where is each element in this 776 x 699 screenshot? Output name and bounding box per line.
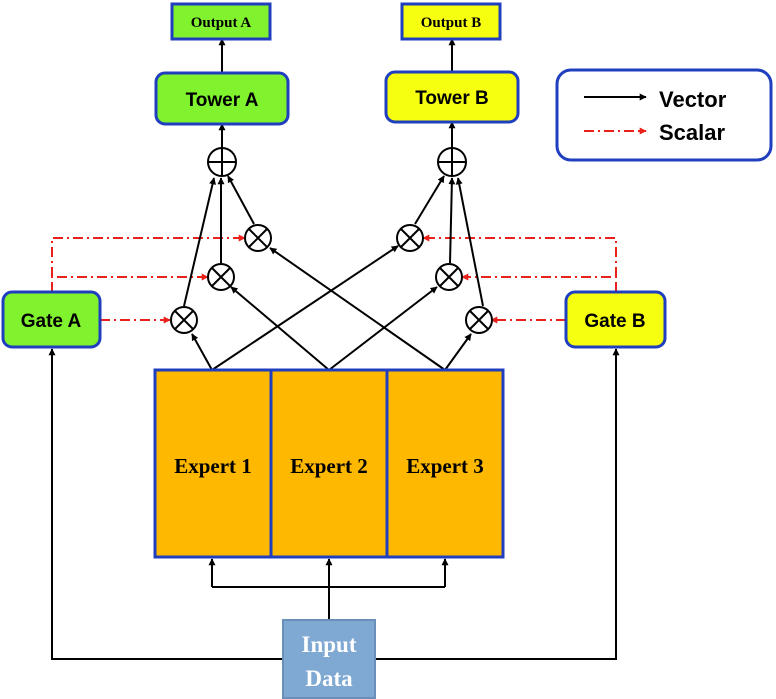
expert-1-label: Expert 1 bbox=[174, 454, 252, 478]
vec-mult4-to-sumB bbox=[414, 175, 445, 225]
expert-2-label: Expert 2 bbox=[290, 454, 368, 478]
input-label-line1: Input bbox=[302, 632, 357, 657]
scalar-gateB-to-mult4 bbox=[422, 234, 617, 277]
output-a-label: Output A bbox=[191, 15, 252, 31]
output-a-box: Output A bbox=[170, 2, 272, 41]
multiply-icon bbox=[435, 263, 463, 291]
gate-b-box: Gate B bbox=[564, 290, 667, 349]
experts-block: Expert 1 Expert 2 Expert 3 bbox=[153, 368, 505, 559]
gate-b-label: Gate B bbox=[584, 311, 645, 332]
plus-icon bbox=[437, 147, 467, 177]
expert-3-box bbox=[385, 368, 505, 559]
input-label-line2: Data bbox=[305, 666, 353, 691]
output-b-label: Output B bbox=[421, 15, 481, 31]
gate-a-label: Gate A bbox=[21, 311, 82, 332]
scalar-gateB-to-mult5 bbox=[461, 273, 617, 292]
output-b-box: Output B bbox=[400, 2, 502, 41]
scalar-gateA-to-mult3 bbox=[51, 234, 246, 277]
expert-3-label: Expert 3 bbox=[406, 454, 484, 478]
multiply-icon bbox=[465, 306, 493, 334]
legend: Vector Scalar bbox=[555, 68, 773, 162]
plus-icon bbox=[207, 147, 237, 177]
vec-mult3-to-sumA bbox=[227, 175, 255, 225]
vec-expert3-to-mult6 bbox=[444, 333, 472, 371]
tower-b-label: Tower B bbox=[415, 88, 489, 109]
vec-input-to-gateA bbox=[48, 348, 283, 660]
multiply-icon bbox=[207, 263, 235, 291]
vec-expert1-to-mult1 bbox=[191, 333, 213, 371]
vec-mult5-to-sumB bbox=[448, 177, 456, 264]
expert-1-box bbox=[153, 368, 273, 559]
multiply-icon bbox=[244, 224, 272, 252]
vector-connections bbox=[48, 38, 620, 660]
multiplier-nodes bbox=[170, 224, 493, 334]
scalar-gateA-to-mult2 bbox=[51, 273, 209, 292]
gate-a-box: Gate A bbox=[1, 290, 102, 349]
expert-2-box bbox=[269, 368, 389, 559]
vec-mult1-to-sumA bbox=[183, 177, 216, 307]
vec-expert3-to-mult3 bbox=[269, 247, 446, 371]
vec-expert2-to-mult2 bbox=[230, 286, 330, 371]
vec-input-to-gateB bbox=[375, 348, 620, 660]
legend-scalar-label: Scalar bbox=[659, 120, 725, 145]
scalar-connections bbox=[51, 234, 617, 324]
tower-a-label: Tower A bbox=[186, 90, 259, 111]
vec-mult6-to-sumB bbox=[455, 177, 484, 307]
multiply-icon bbox=[170, 306, 198, 334]
tower-a-box: Tower A bbox=[154, 71, 290, 126]
input-data-box: Input Data bbox=[282, 619, 376, 699]
sum-nodes bbox=[207, 147, 467, 177]
legend-frame bbox=[555, 68, 773, 162]
vec-expert2-to-mult5 bbox=[328, 286, 438, 371]
legend-vector-label: Vector bbox=[659, 87, 727, 112]
vec-expert1-to-mult4 bbox=[211, 245, 399, 371]
multiply-icon bbox=[396, 224, 424, 252]
tower-b-box: Tower B bbox=[384, 70, 520, 124]
